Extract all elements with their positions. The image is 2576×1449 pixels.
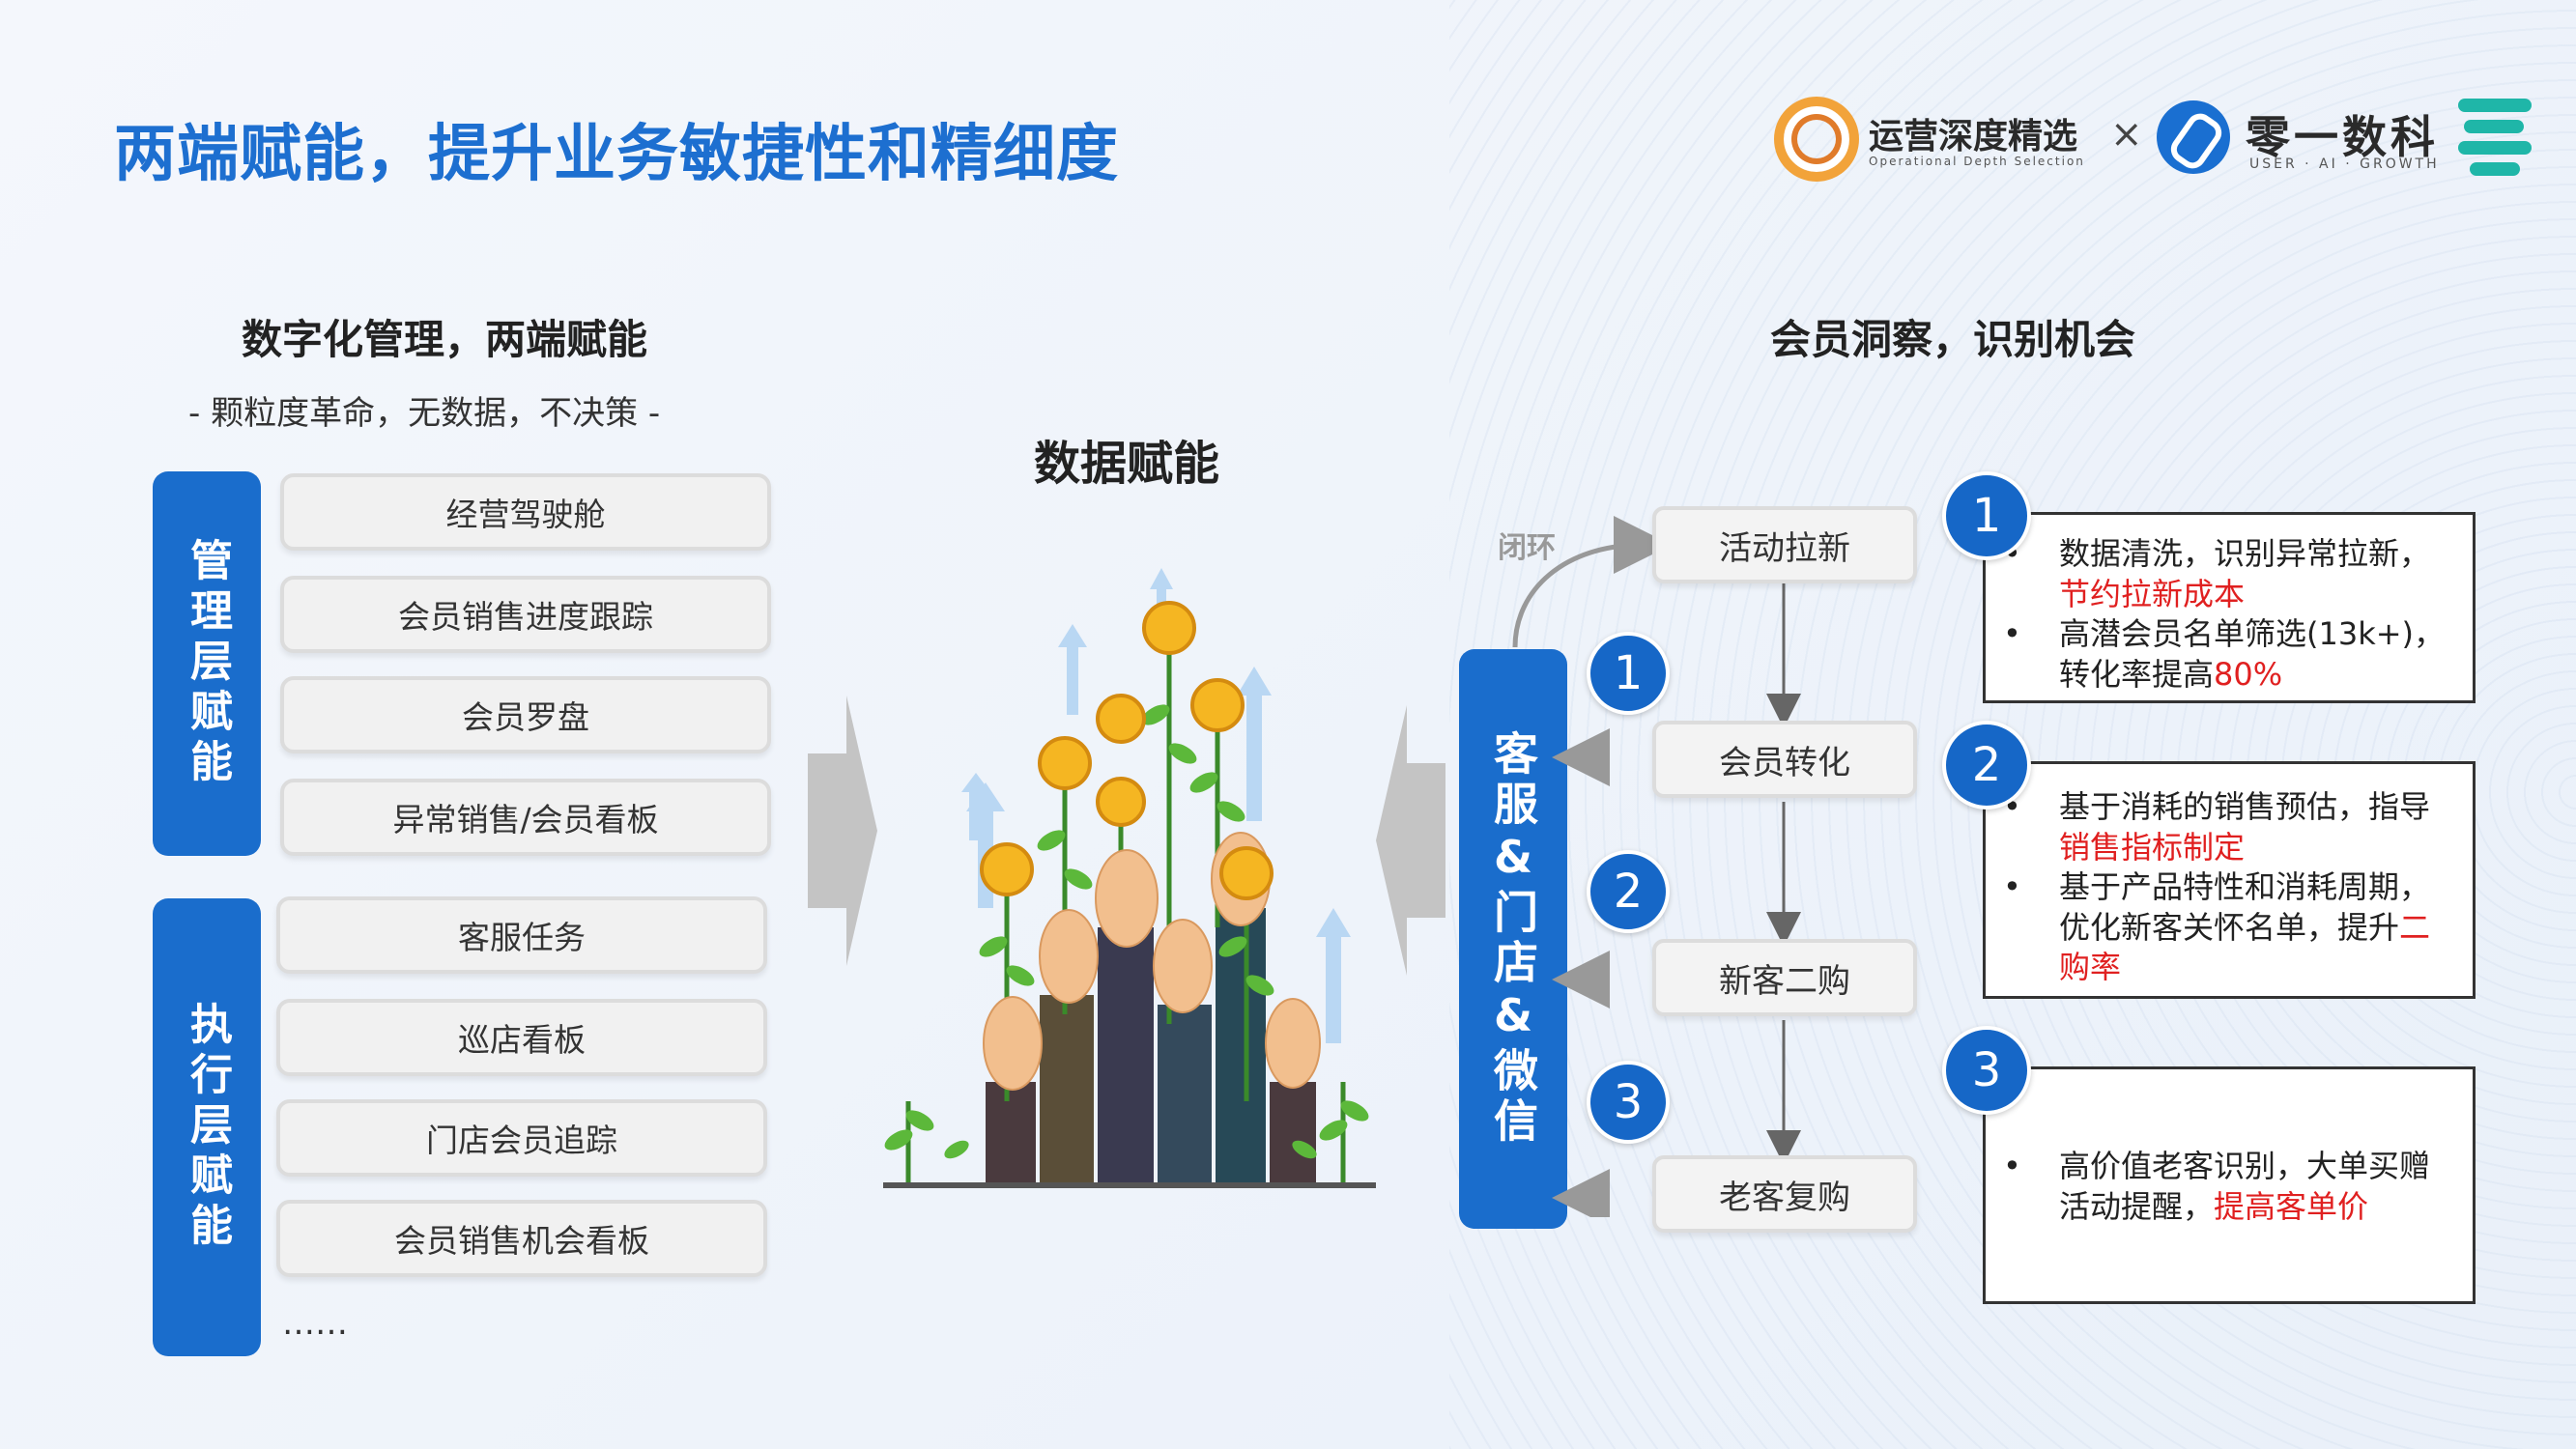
brand-b-logo-icon (2157, 100, 2230, 174)
card-number: 3 (1942, 1026, 2031, 1115)
brand-b-name: 零一数科 (2246, 111, 2439, 163)
insight-card-3: • 高价值老客识别，大单买赠活动提醒，提高客单价 (1983, 1066, 2476, 1304)
step-number: 2 (1587, 850, 1670, 933)
execution-label: 执行层赋能 (153, 898, 261, 1356)
management-label: 管理层赋能 (153, 471, 261, 856)
management-item[interactable]: 经营驾驶舱 (280, 473, 771, 551)
execution-item[interactable]: 会员销售机会看板 (276, 1200, 767, 1277)
flow-step-conversion[interactable]: 会员转化 (1652, 721, 1917, 798)
insight-card-1: • 数据清洗，识别异常拉新，节约拉新成本 • 高潜会员名单筛选(13k+)，转化… (1983, 512, 2476, 703)
center-heading: 数据赋能 (1034, 437, 1220, 491)
flow-step-repurchase[interactable]: 老客复购 (1652, 1155, 1917, 1233)
bullet-icon: • (2003, 1148, 2021, 1184)
step-number: 3 (1587, 1061, 1670, 1144)
insight-card-2: • 基于消耗的销售预估，指导销售指标制定 • 基于产品特性和消耗周期，优化新客关… (1983, 761, 2476, 999)
channel-bar-label: 客服&门店&微信 (1459, 649, 1567, 1229)
management-item[interactable]: 会员罗盘 (280, 676, 771, 753)
card-item: • 数据清洗，识别异常拉新，节约拉新成本 (2003, 534, 2451, 614)
growth-illustration (883, 568, 1376, 1188)
brand-a-name: 运营深度精选 (1869, 117, 2078, 156)
flow-step-acquisition[interactable]: 活动拉新 (1652, 506, 1917, 583)
bullet-icon: • (2003, 615, 2021, 653)
step-number: 1 (1587, 632, 1670, 715)
card-item: • 基于产品特性和消耗周期，优化新客关怀名单，提升二购率 (2003, 867, 2451, 988)
more-ellipsis: …… (282, 1304, 348, 1343)
brand-b-subtitle: USER · AI · GROWTH (2249, 156, 2440, 172)
flow-step-second-purchase[interactable]: 新客二购 (1652, 939, 1917, 1016)
closed-loop-label: 闭环 (1498, 531, 1556, 565)
logo-separator: × (2110, 112, 2143, 156)
execution-item[interactable]: 门店会员追踪 (276, 1099, 767, 1177)
right-chevron-arrow-icon (1376, 705, 1445, 976)
flow-connectors (1512, 516, 1801, 1217)
bullet-icon: • (2003, 868, 2021, 906)
card-number: 2 (1942, 721, 2031, 810)
card-item: • 高价值老客识别，大单买赠活动提醒，提高客单价 (2003, 1147, 2451, 1227)
card-number: 1 (1942, 471, 2031, 560)
card-item: • 基于消耗的销售预估，指导销售指标制定 (2003, 787, 2451, 867)
page-title: 两端赋能，提升业务敏捷性和精细度 (114, 119, 1119, 190)
execution-item[interactable]: 客服任务 (276, 896, 767, 974)
brand-a-logo-icon (1774, 97, 1859, 182)
execution-item[interactable]: 巡店看板 (276, 999, 767, 1076)
management-item[interactable]: 异常销售/会员看板 (280, 779, 771, 856)
left-chevron-arrow-icon (808, 696, 877, 966)
left-heading: 数字化管理，两端赋能 (242, 316, 648, 363)
card-item: • 高潜会员名单筛选(13k+)，转化率提高80% (2003, 614, 2451, 695)
right-heading: 会员洞察，识别机会 (1770, 316, 2136, 363)
management-item[interactable]: 会员销售进度跟踪 (280, 576, 771, 653)
left-subheading: - 颗粒度革命，无数据，不决策 - (188, 394, 661, 433)
menu-icon[interactable] (2458, 99, 2532, 178)
brand-a-subtitle: Operational Depth Selection (1869, 155, 2085, 168)
